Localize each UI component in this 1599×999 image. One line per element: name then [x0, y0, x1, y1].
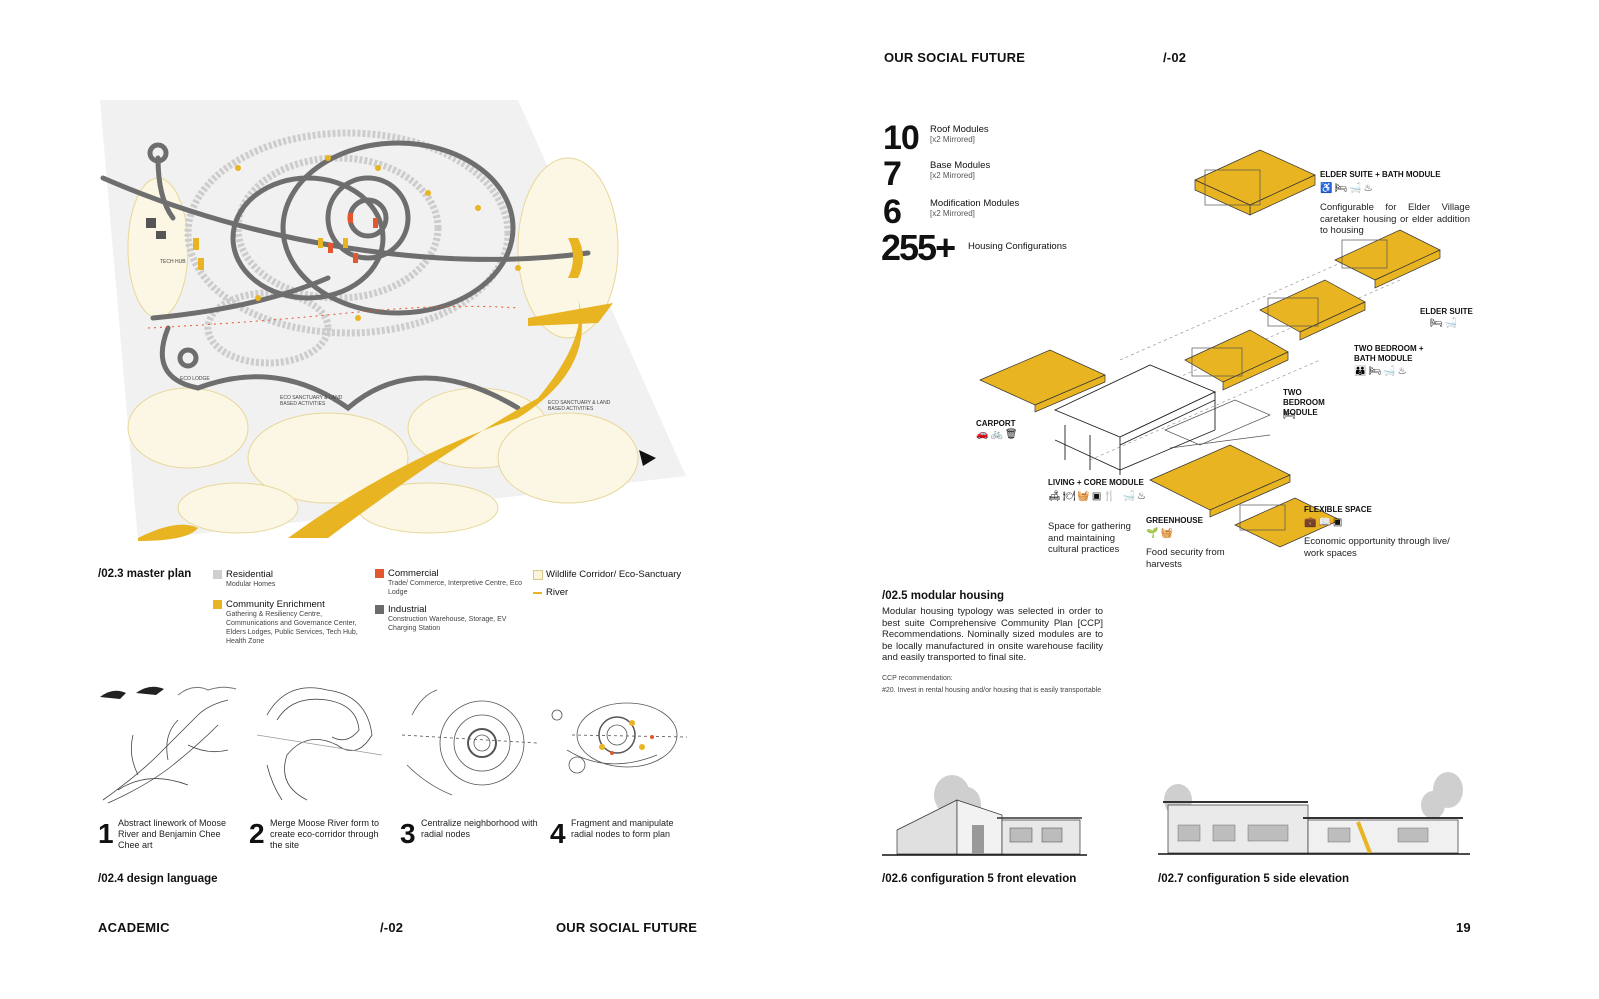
step-text: Merge Moose River form to create eco-cor… — [270, 818, 380, 850]
module-desc-flexible: Economic opportunity through live/ work … — [1304, 536, 1450, 559]
stat-sub: [x2 Mirrored] — [930, 209, 975, 218]
step-text: Abstract linework of Moose River and Ben… — [118, 818, 227, 850]
legend-swatch-river — [533, 592, 542, 594]
stat-configurations: 255+ — [881, 230, 956, 266]
stat-label: Modification Modules — [930, 198, 1020, 209]
design-sketch-3 — [401, 689, 537, 796]
module-icons-two-bed-bath: 👪🛏🛁♨ — [1354, 366, 1409, 377]
design-sketch-2 — [256, 687, 383, 801]
map-label-sanctuary-a: ECO SANCTUARY & LAND BASED ACTIVITIES — [280, 395, 343, 407]
legend-commercial: Commercial Trade/ Commerce, Interpretive… — [375, 568, 525, 597]
footer-right-label: OUR SOCIAL FUTURE — [556, 920, 698, 935]
stat-configurations-label: Housing Configurations — [968, 241, 1067, 252]
module-label-two-bed-bath: TWO BEDROOM + BATH MODULE — [1354, 344, 1424, 363]
page-title: OUR SOCIAL FUTURE — [884, 50, 1026, 65]
step-text: Fragment and manipulate radial nodes to … — [571, 818, 674, 839]
master-plan-map — [100, 100, 686, 541]
legend-detail: Trade/ Commerce, Interpretive Centre, Ec… — [388, 580, 522, 596]
side-elevation-drawing — [1158, 772, 1470, 855]
step-number: 1 — [98, 818, 114, 849]
stat-base-label: Base Modules [x2 Mirrored] — [930, 160, 990, 180]
legend-community: Community Enrichment Gathering & Resilie… — [213, 599, 365, 646]
legend-title: Residential — [226, 569, 273, 580]
module-label-two-bed: TWO BEDROOM MODULE — [1283, 388, 1325, 417]
side-elevation-caption: /02.7 configuration 5 side elevation — [1158, 873, 1350, 885]
legend-detail: Construction Warehouse, Storage, EV Char… — [388, 616, 507, 632]
stat-label: Roof Modules — [930, 124, 989, 135]
map-label-tech-hub: TECH HUB — [160, 259, 186, 265]
design-step-1: 1 Abstract linework of Moose River and B… — [98, 818, 238, 851]
modular-housing-text: Modular housing typology was selected in… — [882, 606, 1103, 663]
module-icons-flexible: 💼📖▣ — [1304, 517, 1345, 528]
step-number: 3 — [400, 818, 416, 849]
footer-section-number: /-02 — [380, 920, 404, 935]
stat-number: 255+ — [881, 227, 956, 268]
stat-modification: 6 — [883, 193, 902, 231]
module-icons-living: 🛋🍽🧺▣🍴 🛁♨ — [1048, 491, 1148, 502]
footer-left-label: ACADEMIC — [98, 920, 170, 935]
ccp-title: CCP recommendation: — [882, 675, 953, 682]
stat-number: 7 — [883, 155, 902, 193]
module-label-greenhouse: GREENHOUSE — [1146, 516, 1203, 525]
stat-sub: [x2 Mirrored] — [930, 171, 975, 180]
design-sketch-1 — [100, 686, 237, 804]
legend-swatch-wildlife — [533, 570, 543, 580]
stat-number: 6 — [883, 193, 902, 231]
module-label-carport: CARPORT — [976, 419, 1016, 428]
stat-base: 7 — [883, 155, 902, 193]
stat-label: Base Modules — [930, 160, 991, 171]
design-step-4: 4 Fragment and manipulate radial nodes t… — [550, 818, 690, 848]
legend-swatch-commercial — [375, 569, 384, 578]
legend-swatch-residential — [213, 570, 222, 579]
legend-detail: Gathering & Resiliency Centre, Communica… — [226, 611, 358, 645]
step-number: 2 — [249, 818, 265, 849]
legend-title: Community Enrichment — [226, 599, 325, 610]
north-arrow-icon — [639, 450, 656, 466]
legend-residential: Residential Modular Homes — [213, 569, 363, 589]
front-elevation-caption: /02.6 configuration 5 front elevation — [882, 873, 1077, 885]
map-label-sanctuary-b: ECO SANCTUARY & LAND BASED ACTIVITIES — [548, 400, 611, 412]
legend-swatch-community — [213, 600, 222, 609]
legend-river: River — [533, 587, 633, 598]
stat-roof: 10 — [883, 119, 920, 157]
stat-number: 10 — [883, 119, 920, 157]
module-desc-living: Space for gathering and maintaining cult… — [1048, 521, 1131, 555]
module-icons-elder-bath: ♿🛏🛁♨ — [1320, 183, 1375, 194]
legend-title: Wildlife Corridor/ Eco-Sanctuary — [546, 569, 682, 580]
stat-sub: [x2 Mirrored] — [930, 135, 975, 144]
design-step-3: 3 Centralize neighborhood with radial no… — [400, 818, 540, 848]
stat-modification-label: Modification Modules [x2 Mirrored] — [930, 198, 1019, 218]
legend-industrial: Industrial Construction Warehouse, Stora… — [375, 604, 515, 633]
step-text: Centralize neighborhood with radial node… — [421, 818, 538, 839]
legend-title: Industrial — [388, 604, 427, 615]
stat-roof-label: Roof Modules [x2 Mirrored] — [930, 124, 989, 144]
module-icons-carport: 🚗🚲🗑 — [976, 429, 1020, 440]
legend-swatch-industrial — [375, 605, 384, 614]
step-number: 4 — [550, 818, 566, 849]
module-desc-greenhouse: Food security from harvests — [1146, 547, 1225, 570]
module-icons-elder-suite: 🛏🛁 — [1430, 318, 1460, 329]
module-icons-two-bed: 🛏 — [1283, 410, 1298, 421]
module-label-elder-bath: ELDER SUITE + BATH MODULE — [1320, 170, 1441, 179]
module-label-living: LIVING + CORE MODULE — [1048, 478, 1144, 487]
modular-axonometric — [979, 149, 1441, 548]
page-number: 19 — [1456, 920, 1471, 935]
design-sketch-4 — [551, 702, 687, 774]
module-desc-elder-bath: Configurable for Elder Village caretaker… — [1320, 202, 1470, 236]
legend-detail: Modular Homes — [226, 581, 276, 588]
map-label-eco-lodge: ECO LODGE — [180, 376, 210, 382]
modular-housing-caption: /02.5 modular housing — [882, 590, 1005, 602]
module-icons-greenhouse: 🌱🧺 — [1146, 528, 1175, 539]
front-elevation-drawing — [882, 775, 1087, 856]
module-label-flexible: FLEXIBLE SPACE — [1304, 505, 1372, 514]
legend-wildlife: Wildlife Corridor/ Eco-Sanctuary — [533, 569, 693, 580]
legend-title: Commercial — [388, 568, 439, 579]
design-language-caption: /02.4 design language — [98, 873, 218, 885]
ccp-text: #20. Invest in rental housing and/or hou… — [882, 687, 1102, 694]
section-number: /-02 — [1163, 50, 1187, 65]
master-plan-caption: /02.3 master plan — [98, 568, 192, 580]
design-step-2: 2 Merge Moose River form to create eco-c… — [249, 818, 389, 851]
module-label-elder-suite: ELDER SUITE — [1420, 307, 1473, 316]
legend-title: River — [546, 587, 569, 598]
